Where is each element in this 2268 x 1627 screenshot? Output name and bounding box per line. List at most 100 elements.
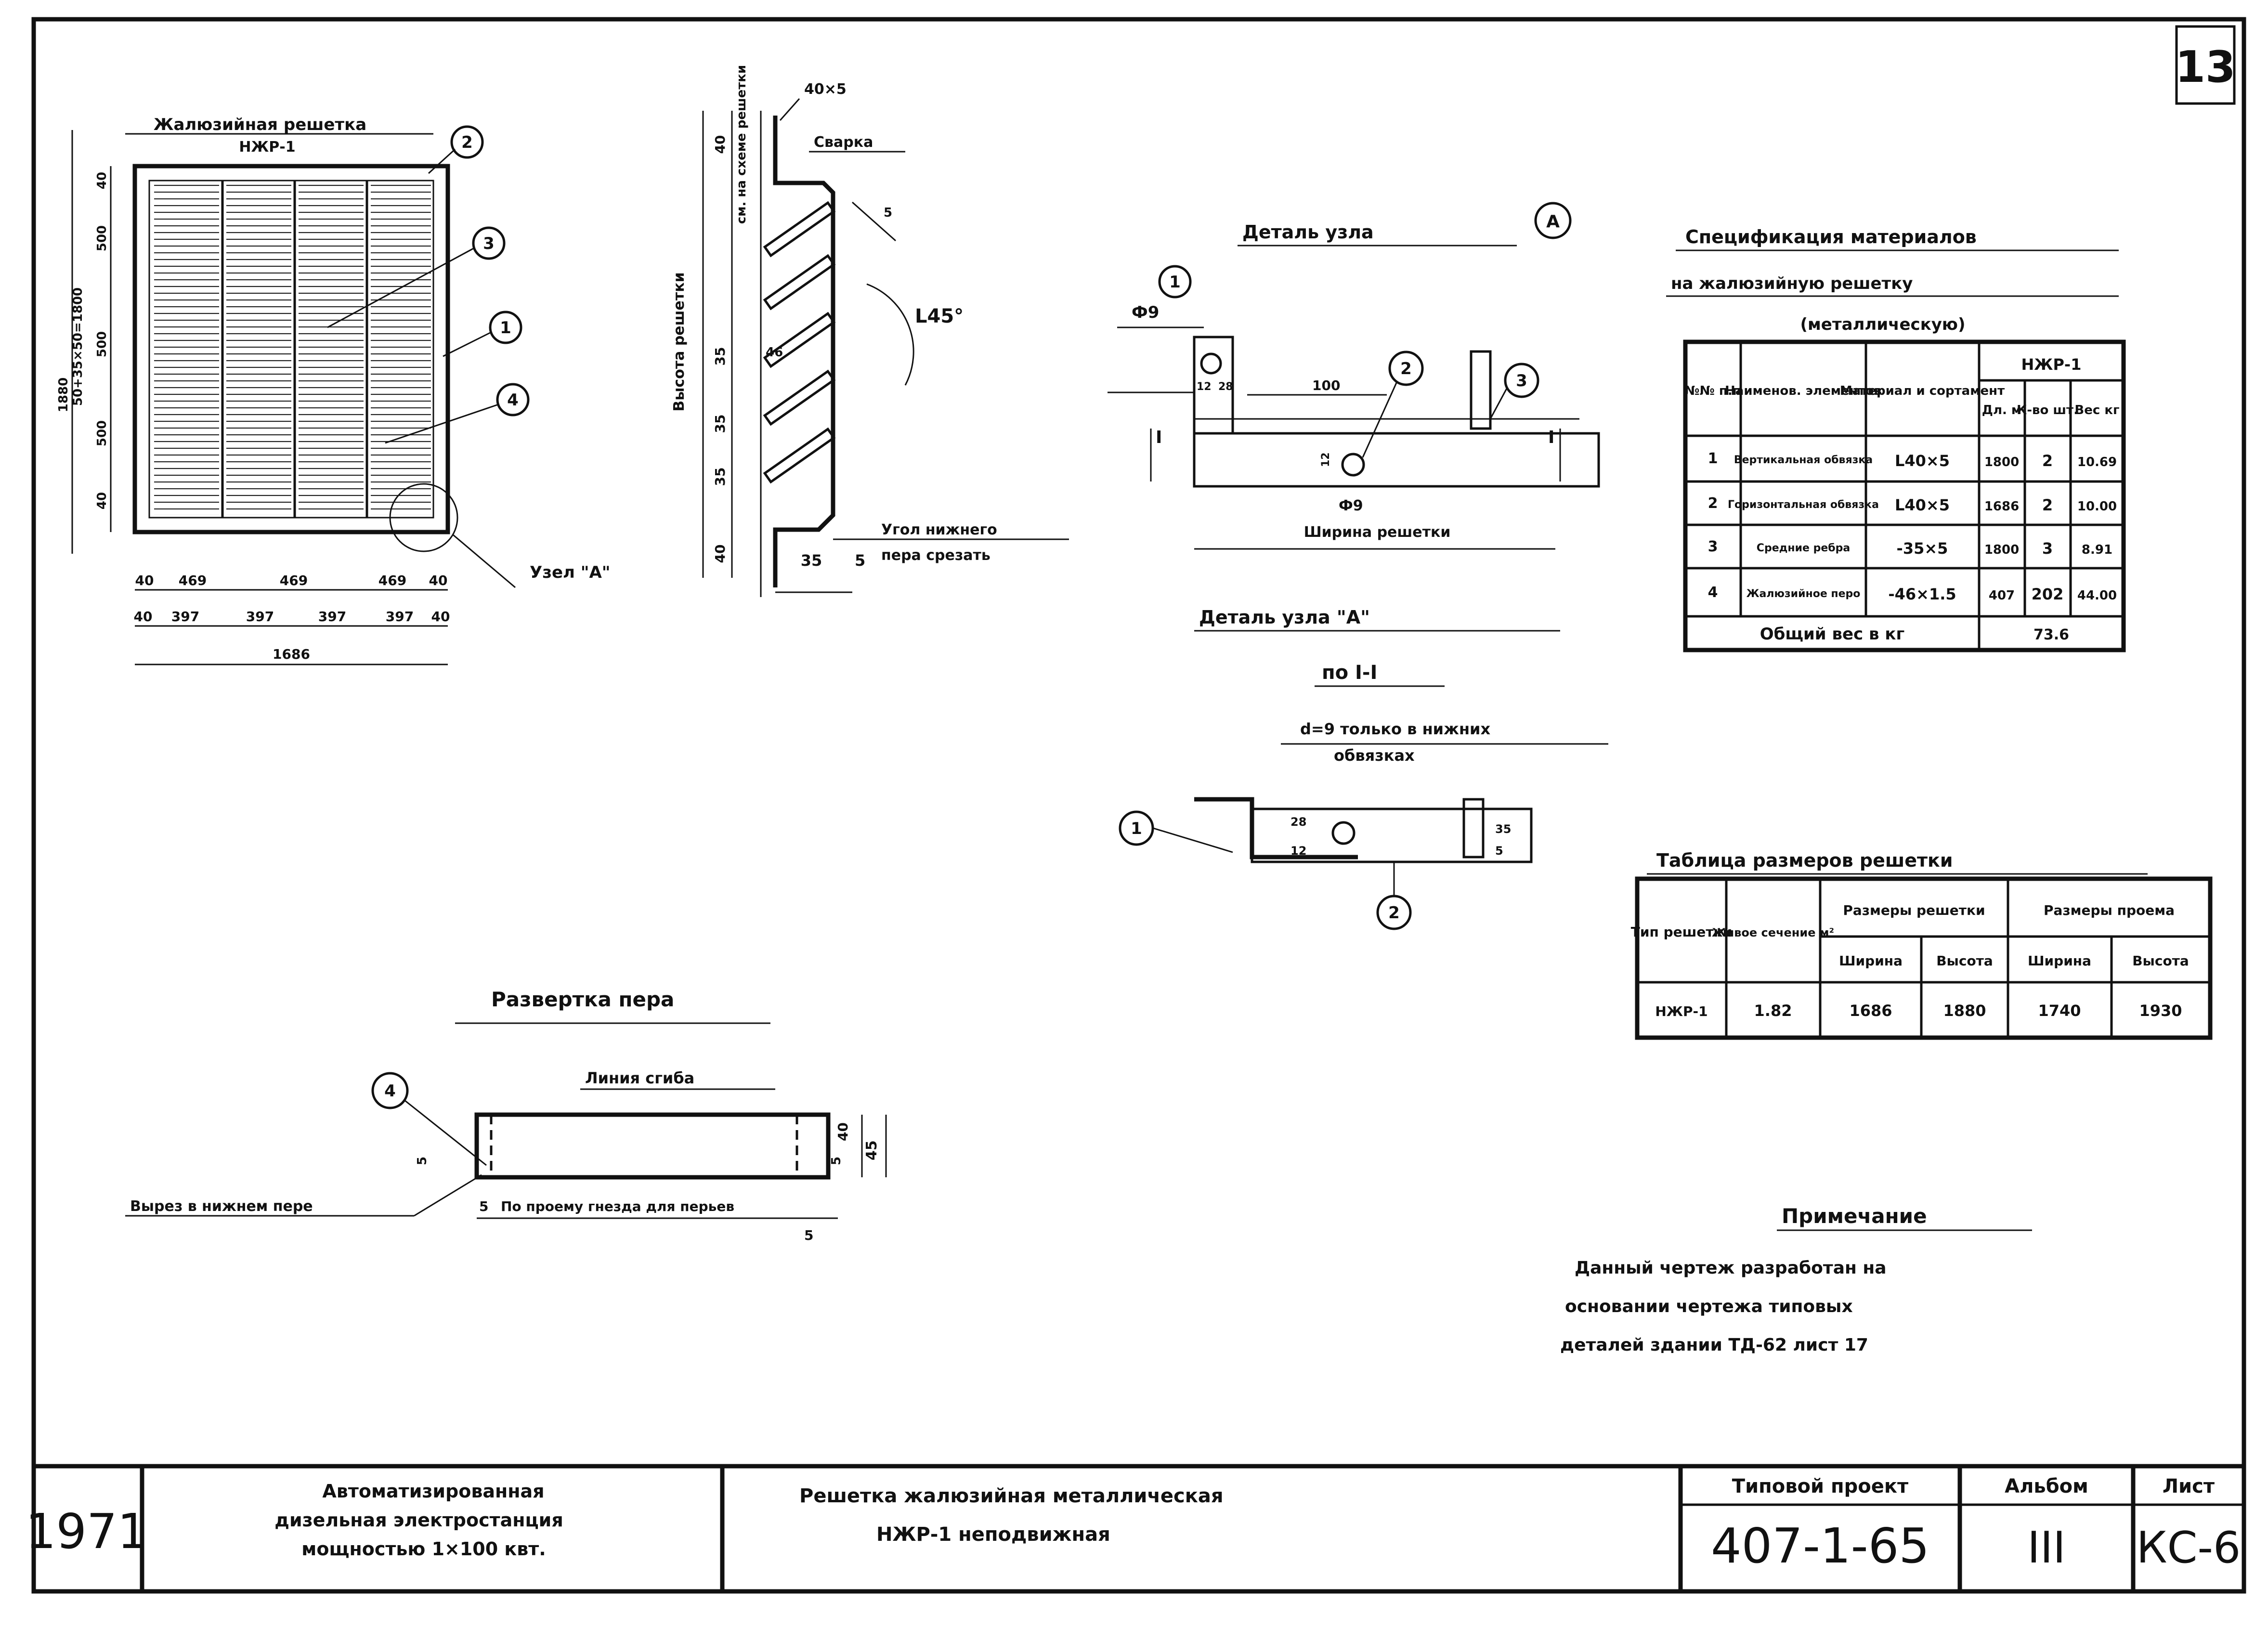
svg-text:5: 5	[1495, 844, 1503, 858]
louver-blades-section	[763, 201, 836, 484]
callout-4: 4	[507, 390, 519, 410]
sizes-header-height-2: Высота	[2132, 953, 2189, 969]
note-line-1: Данный чертеж разработан на	[1575, 1258, 1887, 1278]
album-label: Альбом	[2005, 1475, 2088, 1497]
grille-title: Жалюзийная решетка	[154, 115, 366, 134]
feather-callout-4: 4	[384, 1081, 396, 1101]
hole-note-2: обвязках	[1334, 746, 1415, 765]
cut-label: Вырез в нижнем пере	[130, 1198, 313, 1215]
svg-text:28: 28	[1218, 381, 1233, 393]
svg-text:3: 3	[2042, 539, 2053, 558]
svg-text:1930: 1930	[2139, 1002, 2182, 1020]
svg-text:500: 500	[95, 331, 109, 357]
spec-title-3: (металлическую)	[1800, 315, 1965, 334]
sizes-header-width-2: Ширина	[2028, 953, 2091, 969]
svg-text:12: 12	[1197, 381, 1212, 393]
svg-text:-46×1.5: -46×1.5	[1888, 585, 1956, 603]
opening-label: По проему гнезда для перьев	[501, 1198, 734, 1214]
svg-text:10.69: 10.69	[2077, 455, 2117, 469]
grille-height-outer: 1880	[56, 377, 71, 412]
hole-note-1: d=9 только в нижних	[1300, 720, 1490, 738]
svg-text:40: 40	[712, 545, 728, 563]
svg-text:1800: 1800	[1984, 543, 2019, 557]
height-label: Высота решетки	[671, 272, 688, 411]
svg-text:397: 397	[386, 609, 414, 625]
org-line-1: Автоматизированная	[322, 1481, 544, 1502]
svg-text:10.00: 10.00	[2077, 499, 2117, 514]
sizes-title: Таблица размеров решетки	[1656, 850, 1953, 871]
svg-text:2: 2	[2042, 496, 2053, 514]
svg-text:40: 40	[429, 573, 448, 588]
spec-row: 3 Средние ребра -35×5 1800 3 8.91	[1708, 538, 2113, 558]
section-rib	[1462, 798, 1485, 859]
louver-bay-2	[226, 183, 291, 515]
section-frame-profile	[773, 116, 835, 587]
width-label: Ширина решетки	[1304, 524, 1451, 541]
svg-text:35: 35	[712, 415, 728, 433]
list-label: Лист	[2163, 1475, 2215, 1497]
svg-text:1.82: 1.82	[1754, 1002, 1792, 1020]
spec-title-1: Спецификация материалов	[1685, 226, 1977, 247]
org-line-3: мощностью 1×100 квт.	[301, 1538, 546, 1560]
svg-text:397: 397	[246, 609, 274, 625]
feather-development: Развертка пера Линия сгиба 4 5 5 40 45 В…	[125, 988, 887, 1243]
node-a-label: Узел "А"	[530, 563, 611, 582]
spec-total-value: 73.6	[2033, 626, 2069, 643]
sizes-header-opening: Размеры проема	[2044, 902, 2175, 918]
svg-text:L40×5: L40×5	[1895, 452, 1950, 470]
detail-a-callout-2: 2	[1400, 359, 1412, 378]
svg-text:202: 202	[2032, 585, 2064, 603]
bottom-note-line-1: Угол нижнего	[881, 521, 997, 538]
grille-frame	[132, 164, 450, 534]
svg-text:40: 40	[835, 1122, 851, 1141]
callout-1: 1	[500, 318, 511, 338]
spec-header-name: Наименов. элементов	[1725, 384, 1882, 398]
project-label: Типовой проект	[1732, 1475, 1909, 1497]
sizes-table: Таблица размеров решетки Тип решетки Жив…	[1631, 850, 2213, 1040]
callout-3: 3	[483, 234, 495, 253]
spec-header-count: К-во шт.	[2017, 403, 2078, 417]
svg-text:2: 2	[1708, 495, 1718, 512]
svg-text:469: 469	[280, 573, 308, 588]
svg-text:5: 5	[855, 551, 865, 570]
sizes-header-height: Высота	[1936, 953, 1993, 969]
spec-header-num: №№ п.п	[1684, 384, 1741, 398]
louver-section: 40×5 Сварка Высота решетки см. на схеме …	[671, 65, 1069, 597]
detail-a-section-callout-1: 1	[1131, 819, 1142, 838]
svg-text:5: 5	[804, 1227, 813, 1243]
blade-width-dim: 46	[766, 345, 783, 360]
section-mark-left: I	[1156, 428, 1162, 447]
svg-text:5: 5	[479, 1198, 488, 1214]
spec-row: 1 Вертикальная обвязка L40×5 1800 2 10.6…	[1708, 450, 2117, 470]
svg-text:100: 100	[1312, 377, 1340, 393]
svg-text:40: 40	[135, 573, 154, 588]
note-title: Примечание	[1782, 1204, 1927, 1228]
spec-header-weight: Вес кг	[2074, 403, 2119, 417]
svg-text:1740: 1740	[2038, 1002, 2081, 1020]
sizes-header-type: Тип решетки	[1631, 924, 1732, 940]
svg-text:397: 397	[171, 609, 199, 625]
svg-text:2: 2	[2042, 452, 2053, 470]
bend-line-label: Линия сгиба	[585, 1069, 694, 1087]
svg-text:469: 469	[179, 573, 207, 588]
svg-text:44.00: 44.00	[2077, 588, 2117, 603]
detail-a-section-title-2: по I-I	[1322, 662, 1377, 684]
detail-a-callout-3: 3	[1516, 371, 1527, 390]
phi-bottom: Ф9	[1339, 497, 1363, 514]
svg-text:3: 3	[1708, 538, 1718, 555]
detail-a-title-callout: А	[1546, 212, 1560, 232]
feather-outline	[474, 1112, 831, 1180]
svg-text:35: 35	[801, 551, 822, 570]
spec-row: 4 Жалюзийное перо -46×1.5 407 202 44.00	[1708, 584, 2117, 603]
note-block: Примечание Данный чертеж разработан на о…	[1560, 1204, 2032, 1355]
org-line-2: дизельная электростанция	[274, 1510, 563, 1531]
weld-label: Сварка	[814, 134, 873, 151]
spec-row: 2 Горизонтальная обвязка L40×5 1686 2 10…	[1708, 495, 2117, 514]
grille-total-width: 1686	[273, 646, 310, 662]
grille-height-inner: 50+35×50=1800	[71, 287, 85, 406]
sizes-header-grid: Размеры решетки	[1843, 902, 1985, 918]
spec-total-label: Общий вес в кг	[1760, 625, 1904, 644]
callout-2: 2	[461, 133, 473, 152]
svg-text:397: 397	[318, 609, 346, 625]
bottom-note-line-2: пера срезать	[881, 547, 991, 564]
